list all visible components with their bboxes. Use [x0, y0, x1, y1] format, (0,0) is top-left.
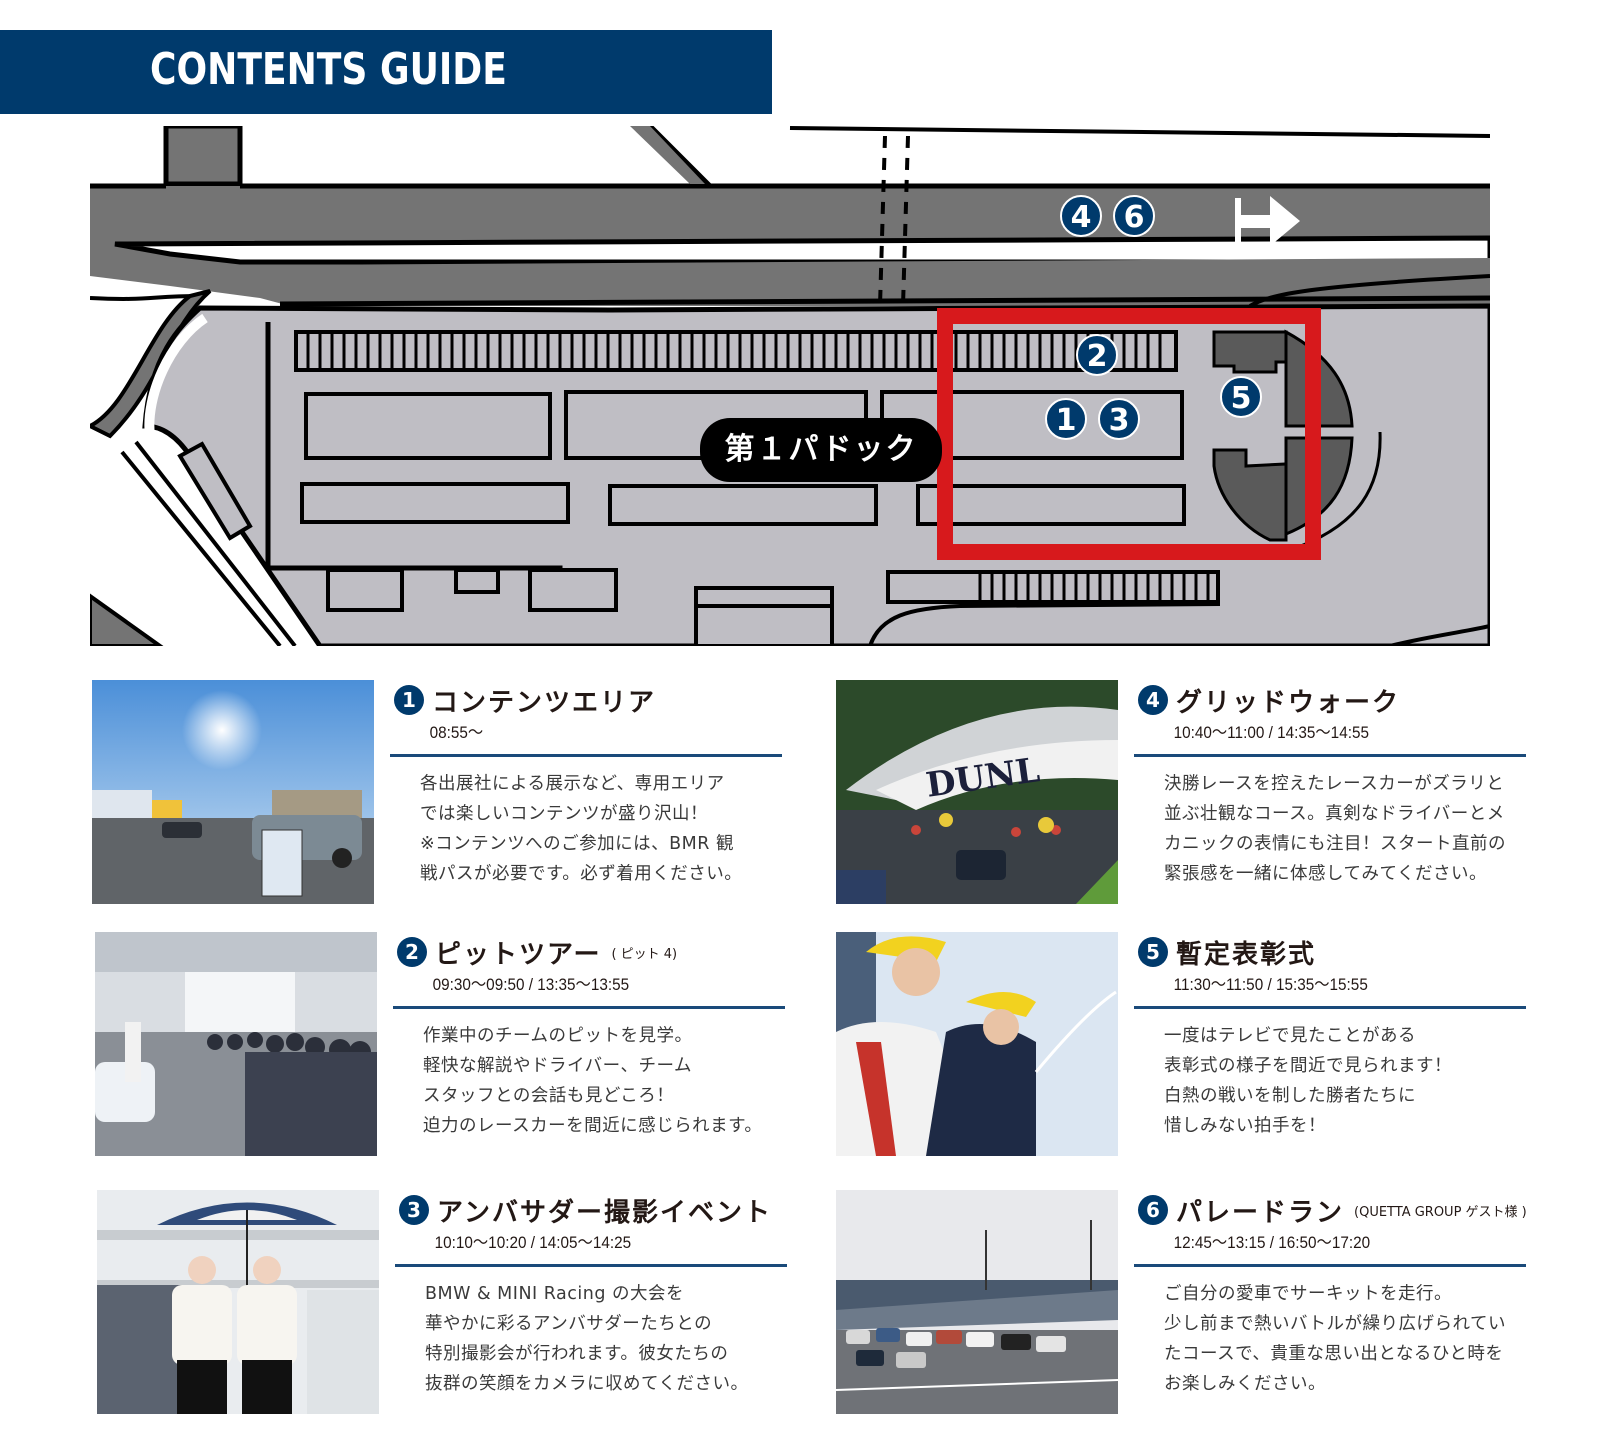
- photo-pit-tour: [95, 932, 377, 1156]
- map-marker-3: 3: [1098, 398, 1140, 440]
- content-description: 決勝レースを控えたレースカーがズラリと 並ぶ壮観なコース。真剣なドライバーとメ …: [1164, 774, 1506, 884]
- content-title: パレードラン: [1176, 1197, 1345, 1228]
- content-info-3: 3 アンバサダー撮影イベント 10:10〜10:20 / 14:05〜14:25…: [395, 1190, 787, 1399]
- content-subtitle: (QUETTA GROUP ゲスト様 ): [1354, 1204, 1527, 1220]
- content-info-1: 1 コンテンツエリア 08:55〜 各出展社による展示など、専用エリア では楽し…: [390, 680, 782, 889]
- map-drawing: [90, 126, 1490, 646]
- content-description: 一度はテレビで見たことがある 表彰式の様子を間近で見られます！ 白熱の戦いを制し…: [1164, 1026, 1452, 1136]
- number-badge-6: 6: [1138, 1195, 1168, 1225]
- content-info-5: 5 暫定表彰式 11:30〜11:50 / 15:35〜15:55 一度はテレビ…: [1134, 932, 1526, 1141]
- content-info-2: 2 ピットツアー ( ピット 4) 09:30〜09:50 / 13:35〜13…: [393, 932, 785, 1141]
- photo-parade-run: [836, 1190, 1118, 1414]
- photo-contents-area: [92, 680, 374, 904]
- content-item-3: 3 アンバサダー撮影イベント 10:10〜10:20 / 14:05〜14:25…: [97, 1190, 797, 1420]
- paddock-map: 第１パドック 4 6 2 1 3 5: [90, 126, 1490, 646]
- content-title: アンバサダー撮影イベント: [437, 1197, 772, 1228]
- header-band: CONTENTS GUIDE: [0, 30, 772, 114]
- content-time: 11:30〜11:50 / 15:35〜15:55: [1173, 975, 1368, 994]
- content-item-4: DUNL 4 グリッドウォーク 10:40〜11:00 / 14:35〜14:5…: [836, 680, 1536, 910]
- number-badge-2: 2: [397, 937, 427, 967]
- content-title: コンテンツエリア: [432, 687, 657, 718]
- content-item-2: 2 ピットツアー ( ピット 4) 09:30〜09:50 / 13:35〜13…: [95, 932, 795, 1162]
- photo-grid-walk: DUNL: [836, 680, 1118, 904]
- map-marker-1: 1: [1045, 398, 1087, 440]
- photo-ambassador: [97, 1190, 379, 1414]
- divider: [1134, 1264, 1526, 1267]
- content-time: 12:45〜13:15 / 16:50〜17:20: [1173, 1233, 1371, 1252]
- content-time: 10:10〜10:20 / 14:05〜14:25: [434, 1233, 632, 1252]
- map-marker-5: 5: [1220, 376, 1262, 418]
- content-time: 08:55〜: [429, 723, 484, 742]
- content-info-4: 4 グリッドウォーク 10:40〜11:00 / 14:35〜14:55 決勝レ…: [1134, 680, 1526, 889]
- photo-podium: [836, 932, 1118, 1156]
- content-item-6: 6 パレードラン (QUETTA GROUP ゲスト様 ) 12:45〜13:1…: [836, 1190, 1536, 1420]
- content-title: 暫定表彰式: [1176, 939, 1317, 970]
- number-badge-4: 4: [1138, 685, 1168, 715]
- content-item-5: 5 暫定表彰式 11:30〜11:50 / 15:35〜15:55 一度はテレビ…: [836, 932, 1536, 1162]
- content-description: 作業中のチームのピットを見学。 軽快な解説やドライバー、チーム スタッフとの会話…: [423, 1026, 763, 1136]
- content-time: 10:40〜11:00 / 14:35〜14:55: [1173, 723, 1369, 742]
- divider: [395, 1264, 787, 1267]
- number-badge-5: 5: [1138, 937, 1168, 967]
- divider: [1134, 754, 1526, 757]
- page-title: CONTENTS GUIDE: [150, 44, 507, 95]
- content-description: ご自分の愛車でサーキットを走行。 少し前まで熱いバトルが繰り広げられてい たコー…: [1164, 1284, 1506, 1394]
- highlight-box: [937, 308, 1321, 560]
- content-title: ピットツアー: [435, 939, 602, 970]
- content-item-1: 1 コンテンツエリア 08:55〜 各出展社による展示など、専用エリア では楽し…: [92, 680, 792, 910]
- map-marker-6: 6: [1113, 195, 1155, 237]
- paddock-label: 第１パドック: [700, 418, 942, 482]
- divider: [390, 754, 782, 757]
- divider: [393, 1006, 785, 1009]
- arrow-right-icon: [1235, 196, 1300, 246]
- content-info-6: 6 パレードラン (QUETTA GROUP ゲスト様 ) 12:45〜13:1…: [1134, 1190, 1527, 1399]
- number-badge-3: 3: [399, 1195, 429, 1225]
- map-marker-2: 2: [1076, 334, 1118, 376]
- content-title: グリッドウォーク: [1176, 687, 1401, 718]
- content-subtitle: ( ピット 4): [611, 946, 678, 962]
- content-time: 09:30〜09:50 / 13:35〜13:55: [432, 975, 630, 994]
- divider: [1134, 1006, 1526, 1009]
- map-marker-4: 4: [1060, 195, 1102, 237]
- content-description: 各出展社による展示など、専用エリア では楽しいコンテンツが盛り沢山！ ※コンテン…: [420, 774, 743, 884]
- content-description: BMW & MINI Racing の大会を 華やかに彩るアンバサダーたちとの …: [425, 1284, 749, 1394]
- number-badge-1: 1: [394, 685, 424, 715]
